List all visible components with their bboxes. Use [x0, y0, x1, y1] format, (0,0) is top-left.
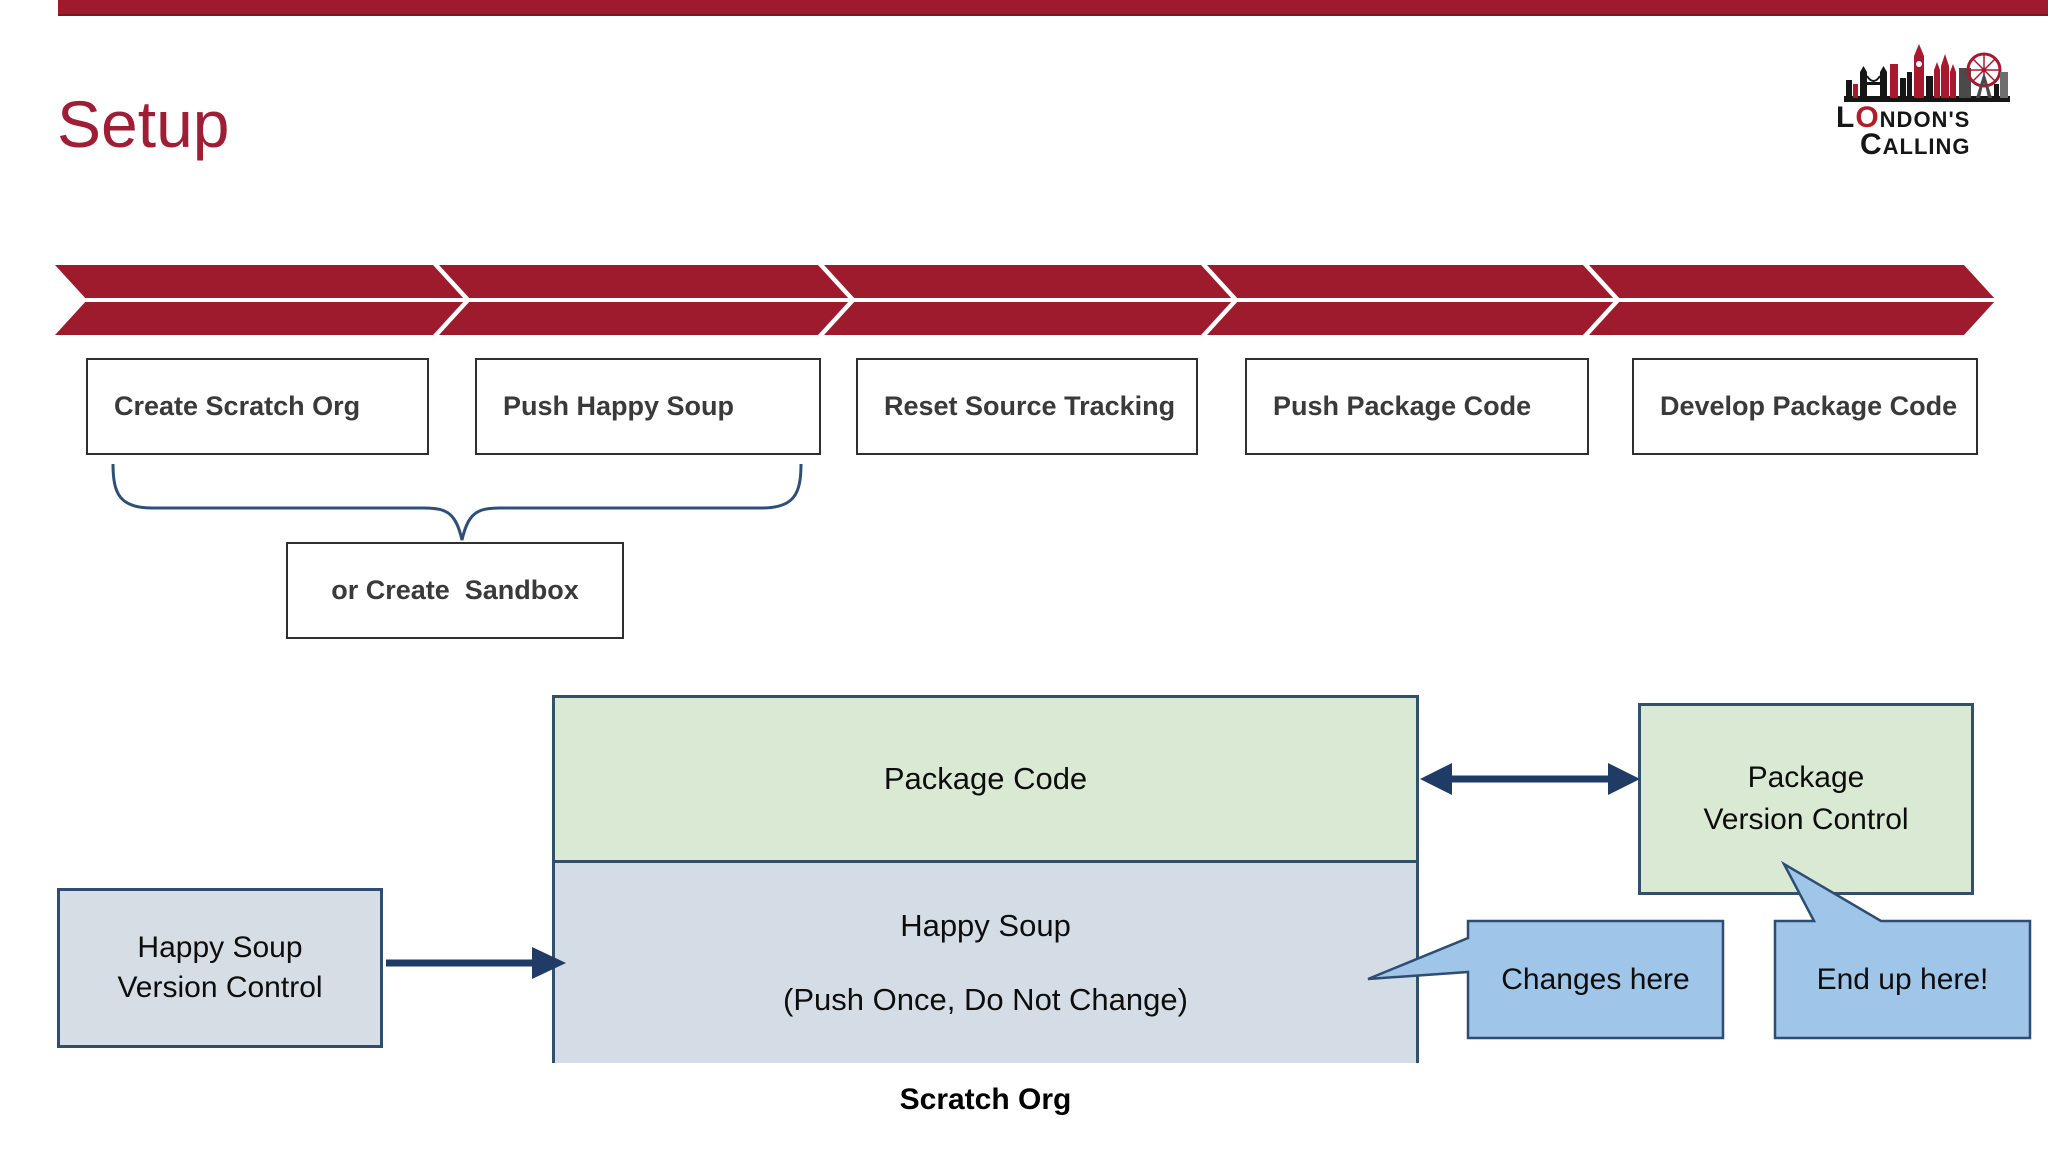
scratch-org-box: Package Code Happy Soup (Push Once, Do N… — [552, 695, 1419, 1063]
alt-label: or Create Sandbox — [331, 575, 579, 605]
step-box-create-scratch-org: Create Scratch Org — [86, 358, 429, 455]
step-label: Reset Source Tracking — [884, 391, 1176, 421]
hsvc-line2: Version Control — [117, 971, 323, 1004]
page-title: Setup — [57, 87, 230, 161]
pvc-line1: Package — [1747, 761, 1865, 794]
happy-soup-section: Happy Soup (Push Once, Do Not Change) — [555, 863, 1416, 1063]
package-code-label: Package Code — [883, 761, 1088, 796]
happy-soup-version-control-box: Happy Soup Version Control — [57, 888, 383, 1048]
step-label: Create Scratch Org — [114, 391, 361, 421]
hsvc-line1: Happy Soup — [137, 930, 303, 964]
double-arrow-head-left — [1420, 763, 1452, 795]
logo-line2-rest: ALLING — [1882, 134, 1971, 159]
logo-line1-rest: NDON'S — [1879, 107, 1971, 132]
callout-changes-label: Changes here — [1501, 962, 1690, 996]
step-label: Develop Package Code — [1660, 391, 1958, 421]
logo-red-o: O — [1855, 101, 1880, 134]
top-accent-bar — [58, 0, 2048, 16]
step-box-push-happy-soup: Push Happy Soup — [475, 358, 821, 455]
brace-shape — [111, 463, 803, 541]
happy-soup-label: Happy Soup — [900, 908, 1071, 943]
step-label: Push Happy Soup — [503, 391, 735, 421]
package-code-section: Package Code — [555, 698, 1416, 863]
scratch-org-caption: Scratch Org — [899, 1083, 1072, 1116]
logo-letter-c: C — [1860, 128, 1883, 161]
package-version-control-box: Package Version Control — [1638, 703, 1974, 895]
step-box-reset-source-tracking: Reset Source Tracking — [856, 358, 1198, 455]
double-arrow-head-right — [1608, 763, 1640, 795]
logo-letter-l: L — [1836, 101, 1856, 134]
londons-calling-logo: LONDON'S CALLING — [1836, 42, 2016, 161]
chevron-midline — [55, 298, 1996, 302]
callout-endup-label: End up here! — [1816, 962, 1989, 996]
step-label: Push Package Code — [1273, 391, 1532, 421]
happy-soup-note: (Push Once, Do Not Change) — [783, 982, 1188, 1017]
step-box-push-package-code: Push Package Code — [1245, 358, 1589, 455]
pvc-line2: Version Control — [1703, 803, 1909, 836]
step-box-develop-package-code: Develop Package Code — [1632, 358, 1978, 455]
or-create-sandbox-box: or Create Sandbox — [286, 542, 624, 639]
london-skyline-icon — [1844, 44, 2010, 102]
logo-text: LONDON'S CALLING — [1836, 101, 2016, 161]
